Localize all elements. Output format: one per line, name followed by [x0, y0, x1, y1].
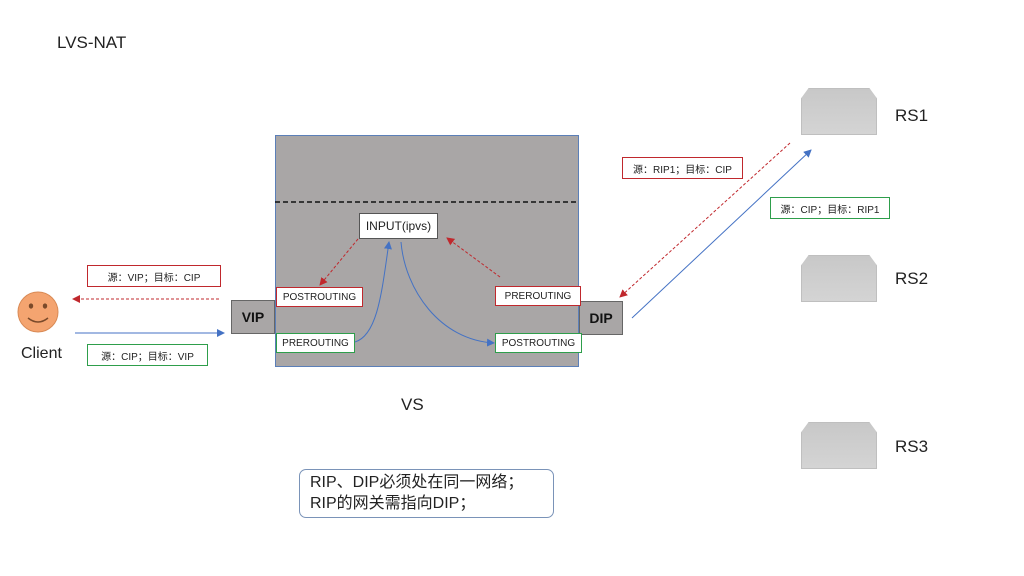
client-smiley-icon: [17, 291, 59, 333]
dip-prerouting-to-input-arrow: [446, 237, 501, 278]
diagram-title: LVS-NAT: [57, 33, 127, 52]
dip-prerouting-box: PREROUTING: [495, 286, 581, 306]
dip-port: DIP: [579, 301, 623, 335]
network-note: RIP、DIP必须处在同一网络； RIP的网关需指向DIP；: [299, 469, 554, 518]
virtual-server-box: [275, 135, 579, 367]
rs3-label: RS3: [895, 437, 929, 456]
input-to-postrouting-arrow: [400, 241, 495, 347]
network-note-line2: RIP的网关需指向DIP；: [310, 495, 476, 512]
vip-port: VIP: [231, 300, 275, 334]
packet-label-dip-to-rs1: 源：CIP；目标：RIP1: [770, 197, 890, 219]
rs1-label: RS1: [895, 106, 929, 125]
network-note-line1: RIP、DIP必须处在同一网络；: [310, 474, 524, 491]
client-label: Client: [21, 345, 62, 362]
rs1-server-icon: [801, 88, 877, 135]
virtual-server-label: VS: [401, 395, 424, 414]
vip-prerouting-box: PREROUTING: [276, 333, 355, 353]
rs1-to-dip-arrow: [619, 142, 791, 298]
rs3-server-icon: [801, 422, 877, 469]
dip-to-rs1-arrow: [631, 149, 812, 319]
vip-postrouting-box: POSTROUTING: [276, 287, 363, 307]
rs2-label: RS2: [895, 269, 929, 288]
rs2-server-icon: [801, 255, 877, 302]
dip-postrouting-box: POSTROUTING: [495, 333, 582, 353]
packet-label-client-to-vip: 源：CIP；目标：VIP: [87, 344, 208, 366]
input-ipvs-box: INPUT(ipvs): [359, 213, 438, 239]
packet-label-vip-to-client: 源：VIP；目标：CIP: [87, 265, 221, 287]
input-to-vip-postrouting-arrow: [319, 238, 359, 286]
packet-label-rs1-to-dip: 源：RIP1；目标：CIP: [622, 157, 743, 179]
prerouting-to-input-arrow: [354, 241, 392, 343]
